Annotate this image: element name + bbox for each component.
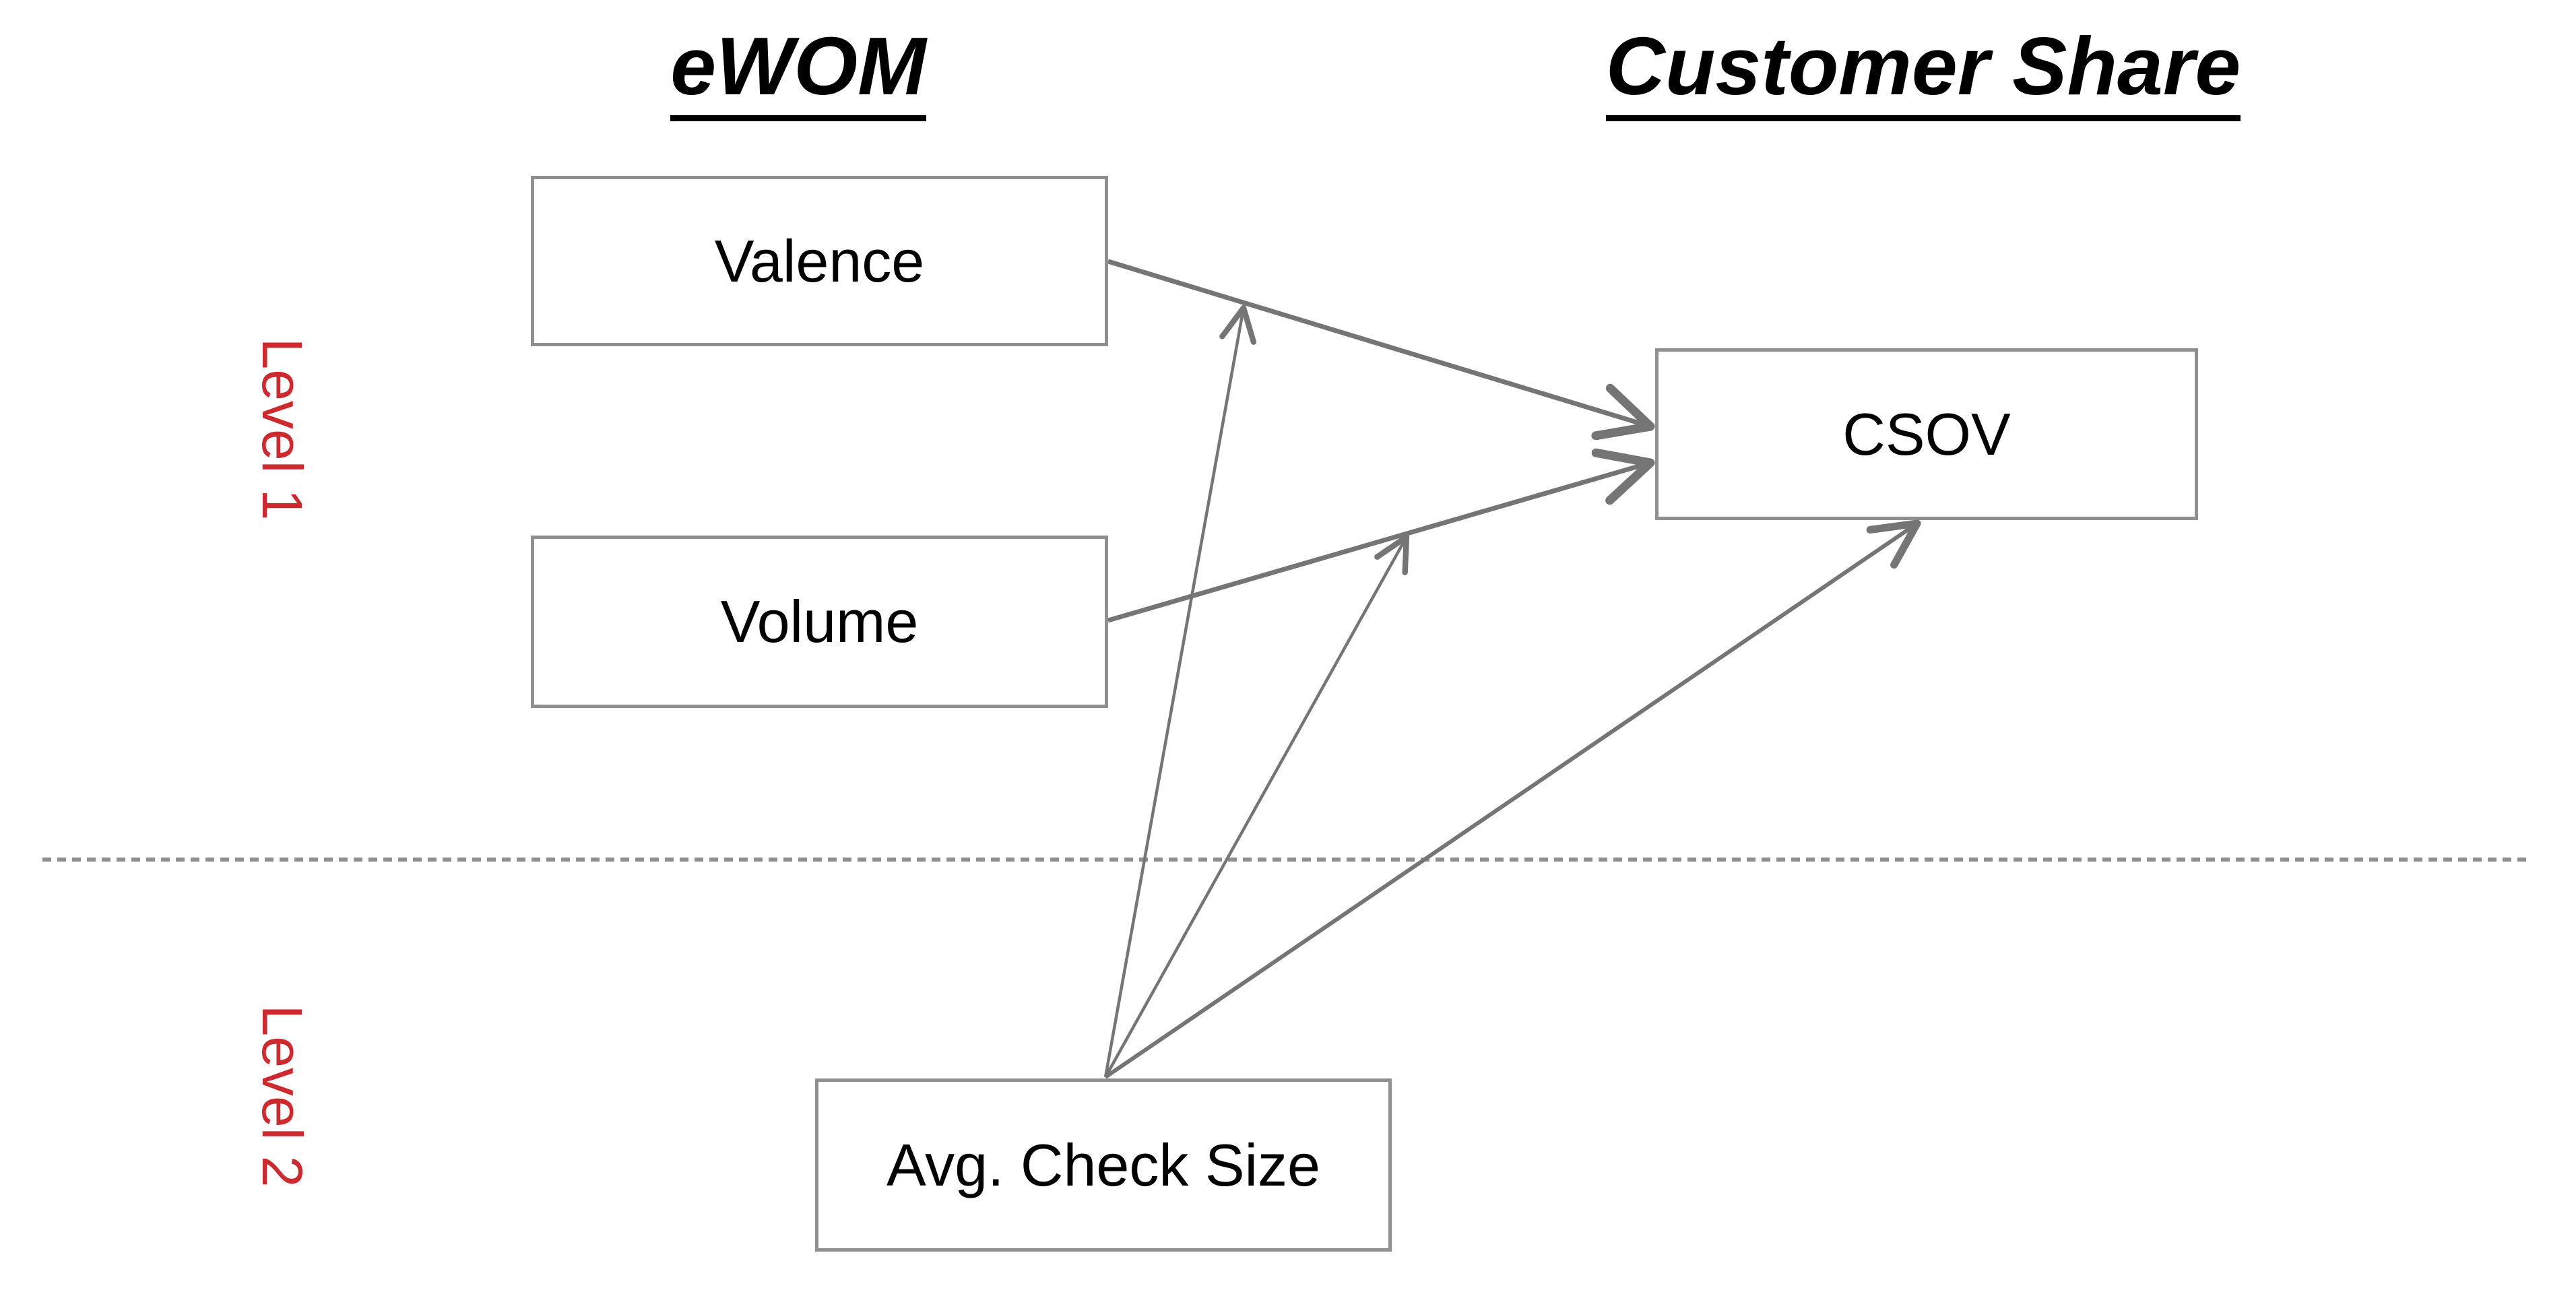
column-header-ewom: eWOM bbox=[539, 19, 1058, 121]
arrow-avgcheck-to-valence-csov-path bbox=[1103, 304, 1257, 1078]
node-avg-check-size-label: Avg. Check Size bbox=[886, 1131, 1320, 1198]
node-volume-label: Volume bbox=[720, 588, 919, 655]
column-header-ewom-text: eWOM bbox=[670, 20, 926, 121]
node-valence: Valence bbox=[531, 176, 1108, 346]
node-avg-check-size: Avg. Check Size bbox=[815, 1078, 1392, 1252]
arrow-avgcheck-to-volume-csov-path bbox=[1104, 534, 1410, 1078]
node-csov: CSOV bbox=[1655, 348, 2198, 520]
arrow-volume-to-csov bbox=[1107, 448, 1655, 623]
column-header-customer-share: Customer Share bbox=[1570, 19, 2277, 121]
level-2-label: Level 2 bbox=[251, 1004, 314, 1188]
arrow-valence-to-csov bbox=[1107, 259, 1655, 441]
node-volume: Volume bbox=[531, 536, 1108, 708]
node-valence-label: Valence bbox=[714, 227, 925, 294]
level-1-label: Level 1 bbox=[251, 337, 314, 521]
node-csov-label: CSOV bbox=[1842, 400, 2011, 467]
column-header-customer-share-text: Customer Share bbox=[1605, 20, 2241, 121]
arrow-avgcheck-to-csov bbox=[1104, 519, 1921, 1079]
